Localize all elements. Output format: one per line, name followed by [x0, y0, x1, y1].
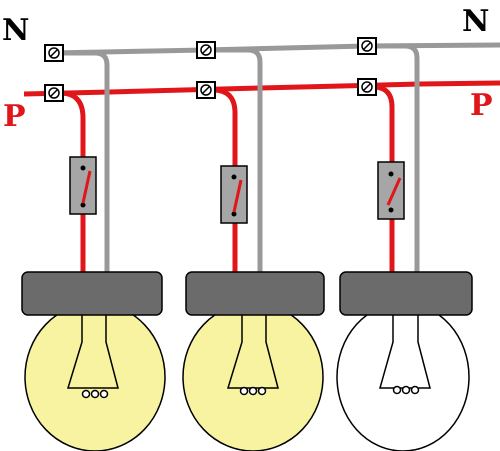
neutral-terminal-3 — [357, 37, 377, 55]
phase-label-right: P — [470, 88, 493, 123]
switch-3-open — [377, 161, 405, 220]
switch-2 — [220, 165, 248, 224]
phase-label-left: P — [3, 99, 26, 134]
switch-1 — [69, 156, 97, 215]
lamp-2-bulb — [182, 302, 324, 451]
lamp-1 — [21, 271, 166, 451]
phase-drop-2 — [212, 87, 238, 272]
lamp-1-filament — [66, 315, 119, 389]
neutral-bus-wire — [51, 42, 500, 56]
lamp-2 — [182, 271, 325, 451]
neutral-terminal-2 — [196, 41, 216, 59]
lamp-1-base — [21, 271, 163, 316]
lamp-3 — [336, 271, 473, 451]
phase-drop-1 — [59, 90, 86, 272]
lamp-3-base — [339, 271, 473, 316]
neutral-drop-2 — [213, 47, 263, 272]
phase-terminal-1 — [44, 84, 64, 102]
neutral-drop-3 — [374, 43, 420, 272]
phase-terminal-3 — [357, 78, 377, 96]
neutral-label-right: N — [462, 4, 490, 39]
lamp-3-bulb — [336, 302, 470, 451]
lamp-2-base — [185, 271, 325, 316]
lamp-1-bulb — [24, 302, 166, 451]
neutral-terminal-1 — [44, 44, 64, 62]
neutral-label-left: N — [2, 13, 30, 48]
neutral-drop-1 — [60, 50, 110, 272]
phase-terminal-2 — [196, 81, 216, 99]
